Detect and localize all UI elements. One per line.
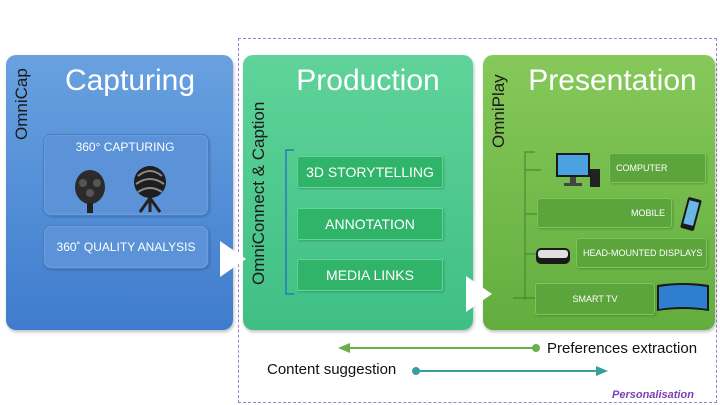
quality-analysis-label: 360˚ QUALITY ANALYSIS: [56, 240, 196, 254]
preferences-extraction-label: Preferences extraction: [547, 340, 698, 357]
camera-rig-icon: [134, 166, 166, 213]
presentation-item-hmd: HEAD-MOUNTED DISPLAYS: [576, 238, 707, 268]
capturing-360-label: 360° CAPTURING: [75, 140, 175, 154]
production-item-media-links: MEDIA LINKS: [297, 259, 443, 291]
mobile-icon: [680, 197, 702, 231]
head-mounted-display-icon: [536, 248, 570, 264]
capturing-title: Capturing: [64, 64, 196, 97]
omniconnect-caption-label: OmniConnect & Caption: [249, 101, 268, 285]
quality-analysis-box: 360˚ QUALITY ANALYSIS: [43, 225, 209, 269]
production-item-annotation: ANNOTATION: [297, 208, 443, 240]
flow-arrow-production-to-presentation: [466, 276, 492, 312]
presentation-item-computer: COMPUTER: [609, 153, 706, 183]
smart-tv-icon: [657, 283, 709, 311]
content-suggestion-label: Content suggestion: [267, 361, 397, 378]
omnicap-label: OmniCap: [12, 68, 31, 140]
production-bracket: [285, 149, 294, 295]
personalisation-frame: [238, 38, 717, 403]
personalisation-label: Personalisation: [612, 389, 694, 401]
preferences-arrow: [338, 343, 540, 353]
capturing-360-box: [43, 134, 209, 216]
production-item-storytelling: 3D STORYTELLING: [297, 156, 443, 188]
content-arrow: [412, 366, 608, 376]
presentation-title: Presentation: [528, 64, 697, 97]
computer-icon: [556, 153, 600, 187]
flow-arrow-capturing-to-production: [220, 241, 246, 277]
camera-360-icon: [75, 170, 105, 213]
presentation-item-mobile: MOBILE: [537, 198, 672, 228]
presentation-item-smart-tv: SMART TV: [535, 283, 655, 315]
omniplay-label: OmniPlay: [489, 74, 508, 148]
production-title: Production: [296, 64, 440, 97]
